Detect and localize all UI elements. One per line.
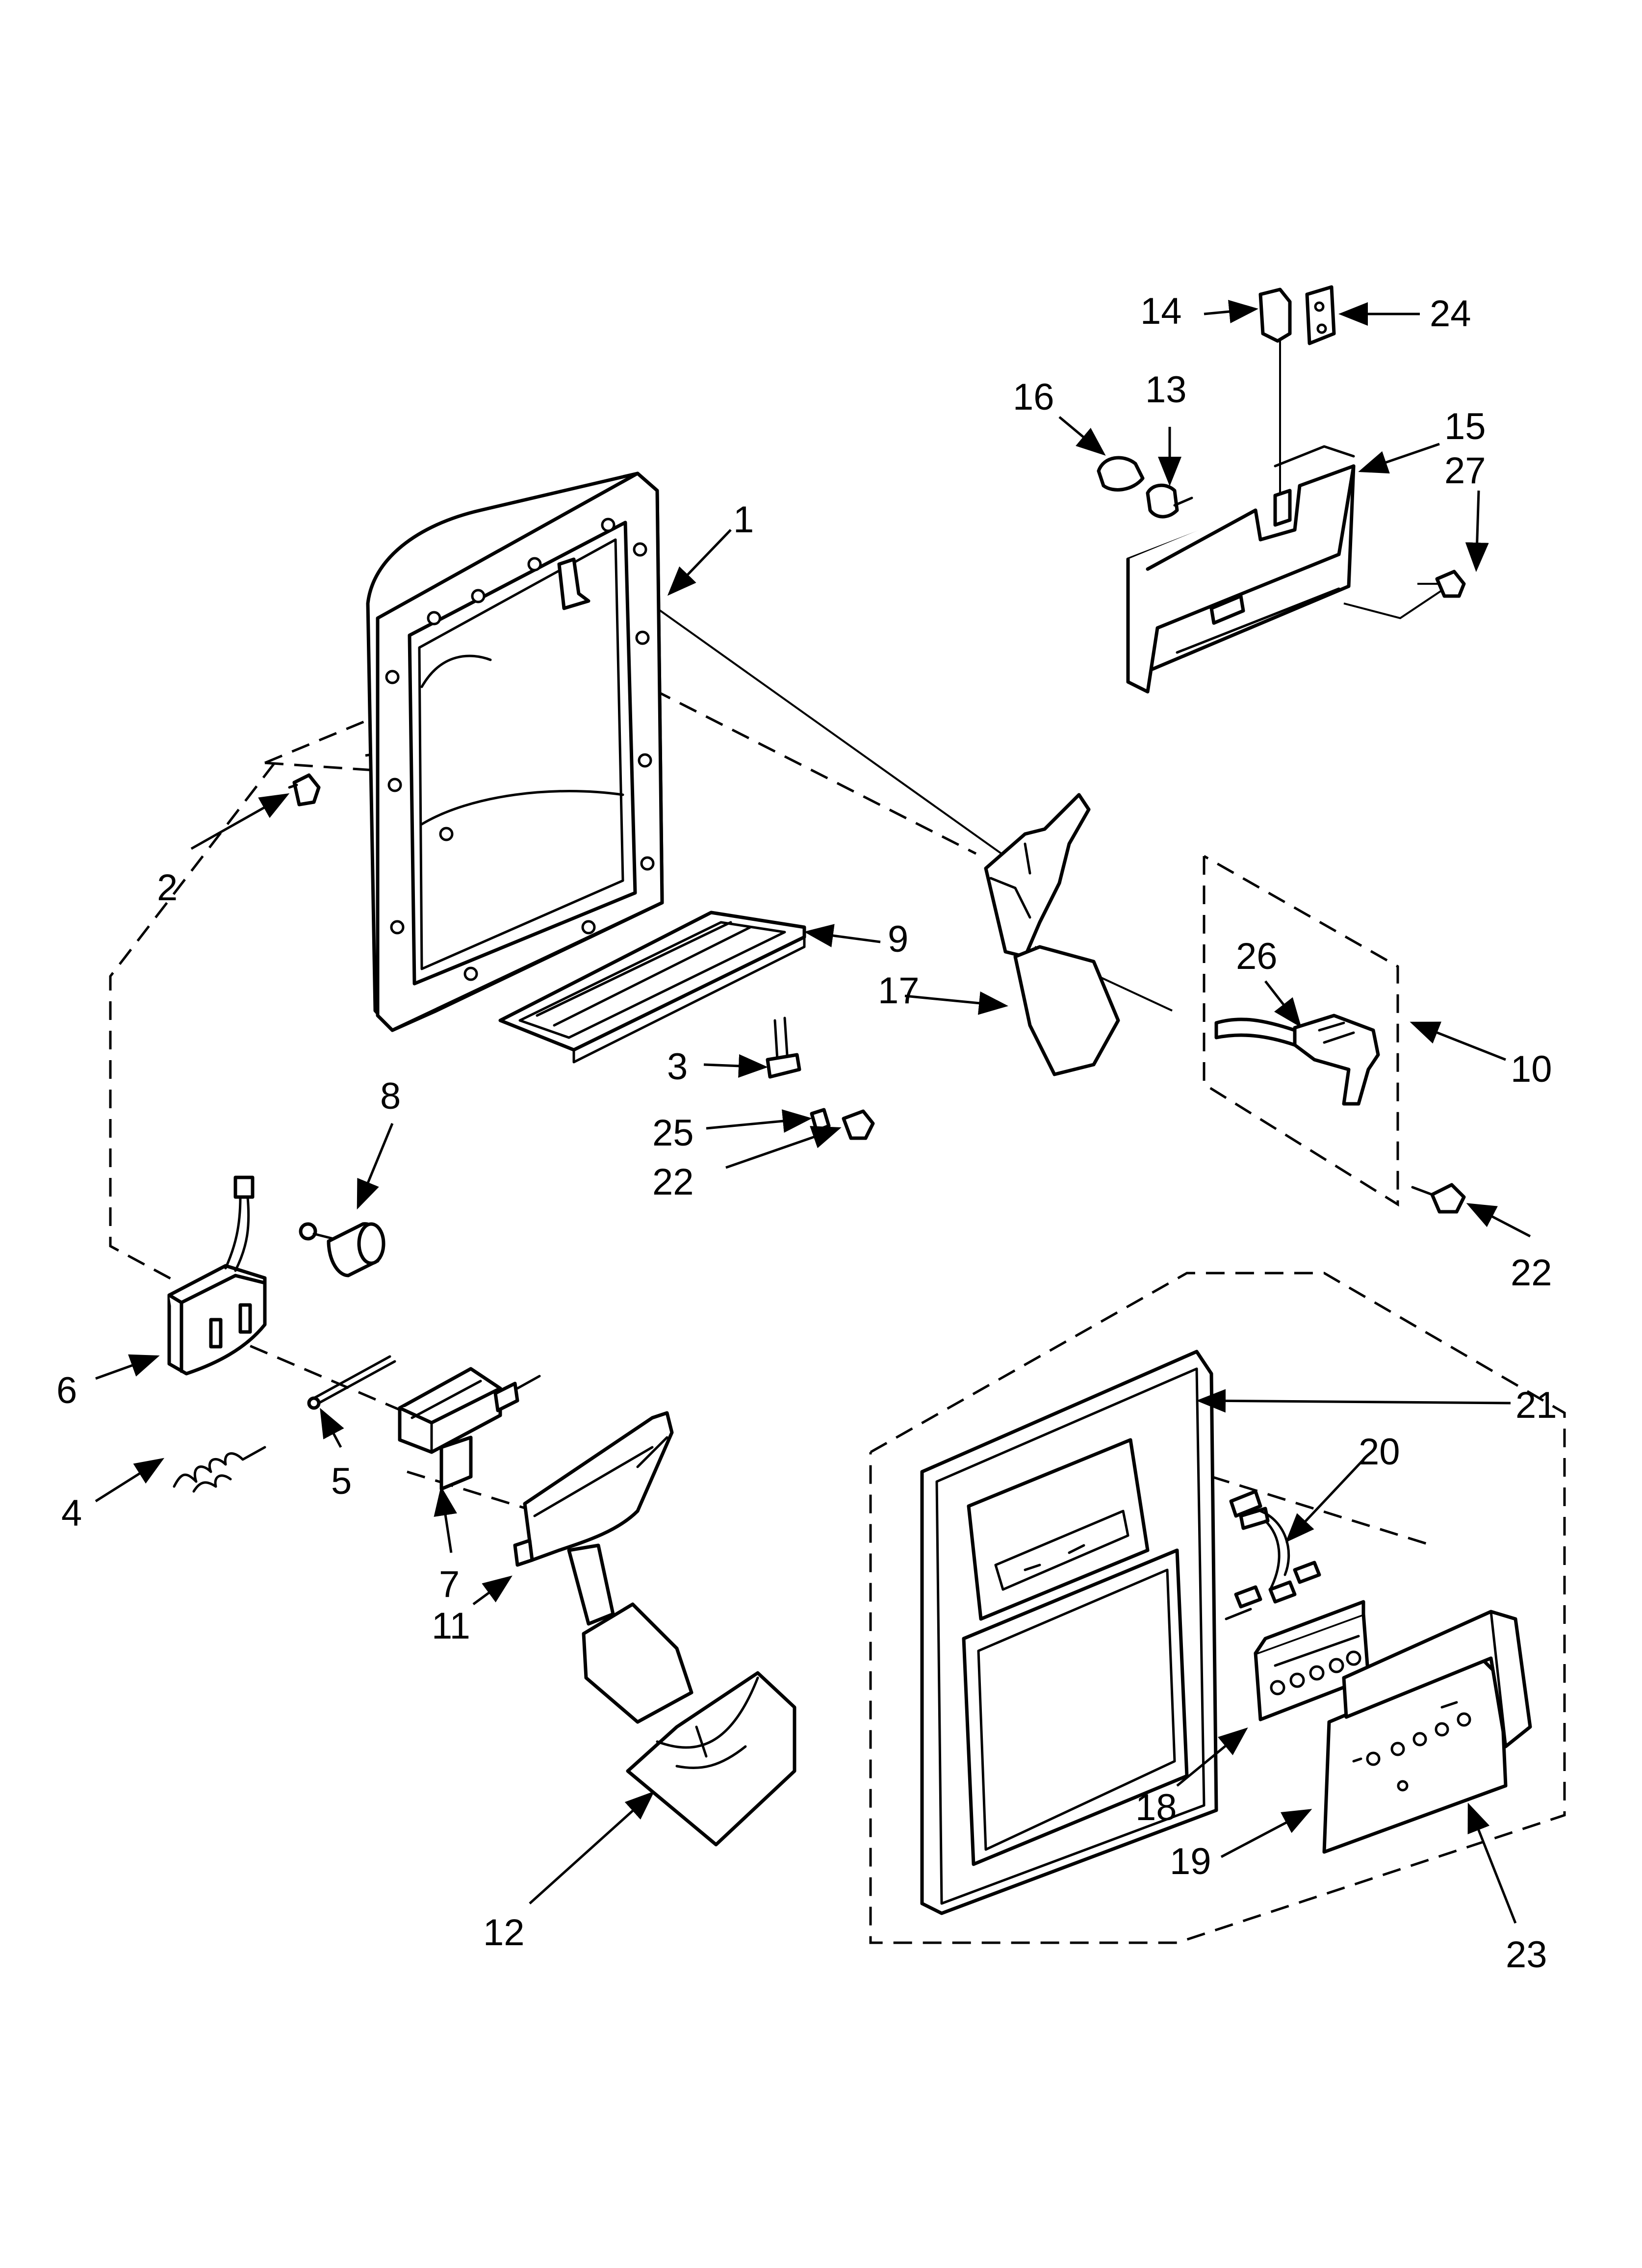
callout-7: 7: [439, 1564, 460, 1605]
callout-14: 14: [1140, 290, 1182, 332]
callout-18: 18: [1135, 1787, 1177, 1828]
callout-27: 27: [1444, 450, 1486, 492]
part-27-screw: [1435, 570, 1466, 598]
callout-11: 11: [432, 1605, 470, 1647]
part-22-screw-right: [1411, 1183, 1466, 1214]
callout-3: 3: [667, 1046, 688, 1088]
part-24-insulator: [1305, 285, 1336, 345]
part-14-switch: [1258, 287, 1292, 343]
callout-1: 1: [733, 499, 754, 541]
callout-19: 19: [1170, 1841, 1211, 1882]
callout-21: 21: [1515, 1384, 1557, 1426]
part-18-control-board: [1254, 1600, 1370, 1721]
callout-5: 5: [331, 1460, 352, 1502]
callout-10: 10: [1511, 1048, 1552, 1090]
callout-4: 4: [61, 1492, 82, 1534]
callout-12: 12: [483, 1912, 525, 1954]
callout-22a: 22: [652, 1161, 694, 1203]
leader-arrows: [95, 300, 1531, 1924]
callout-15: 15: [1444, 406, 1486, 447]
part-17-water-lever: [984, 793, 1120, 1076]
callout-6: 6: [56, 1370, 77, 1411]
part-5-pin: [307, 1355, 396, 1410]
part-6-control-module: [167, 1175, 267, 1376]
callout-23: 23: [1506, 1934, 1547, 1976]
part-7-latch: [398, 1367, 541, 1491]
callout-9: 9: [888, 918, 908, 960]
callout-22b: 22: [1511, 1252, 1552, 1294]
part-15-bracket: [1126, 445, 1356, 694]
part-4-spring: [173, 1446, 266, 1493]
callout-8: 8: [380, 1075, 401, 1117]
part-8-solenoid: [299, 1222, 385, 1277]
part-13-socket: [1146, 483, 1193, 519]
part-3-clip: [766, 1017, 801, 1079]
callout-26: 26: [1236, 936, 1278, 977]
callout-labels: 1 2 3 4 5 6 7 8 9 10 11 12 13 14 15 16 1…: [56, 290, 1557, 1976]
part-21-dispenser-trim: [920, 1350, 1218, 1915]
part-20-wire-harness: [1225, 1489, 1321, 1620]
part-16-bulb: [1097, 456, 1145, 492]
assembly-23-boundary: [869, 1272, 1566, 1944]
callout-24: 24: [1430, 293, 1471, 335]
part-22-screw: [842, 1109, 875, 1140]
callout-13: 13: [1145, 369, 1187, 411]
assembly-10-boundary: [1203, 855, 1399, 1207]
callout-16: 16: [1013, 376, 1054, 418]
part-23-control-housing: [1342, 1610, 1532, 1748]
callout-17: 17: [878, 970, 920, 1012]
part-12-chute: [626, 1671, 796, 1847]
part-26-water-tube: [1214, 1014, 1380, 1106]
part-2-screw: [288, 773, 321, 807]
callout-25: 25: [652, 1112, 694, 1154]
part-11-ice-lever: [513, 1411, 693, 1724]
part-1-dispenser-housing: [366, 471, 664, 1032]
part-25-pad: [810, 1108, 831, 1133]
callout-2: 2: [157, 867, 178, 909]
callout-20: 20: [1359, 1431, 1400, 1473]
